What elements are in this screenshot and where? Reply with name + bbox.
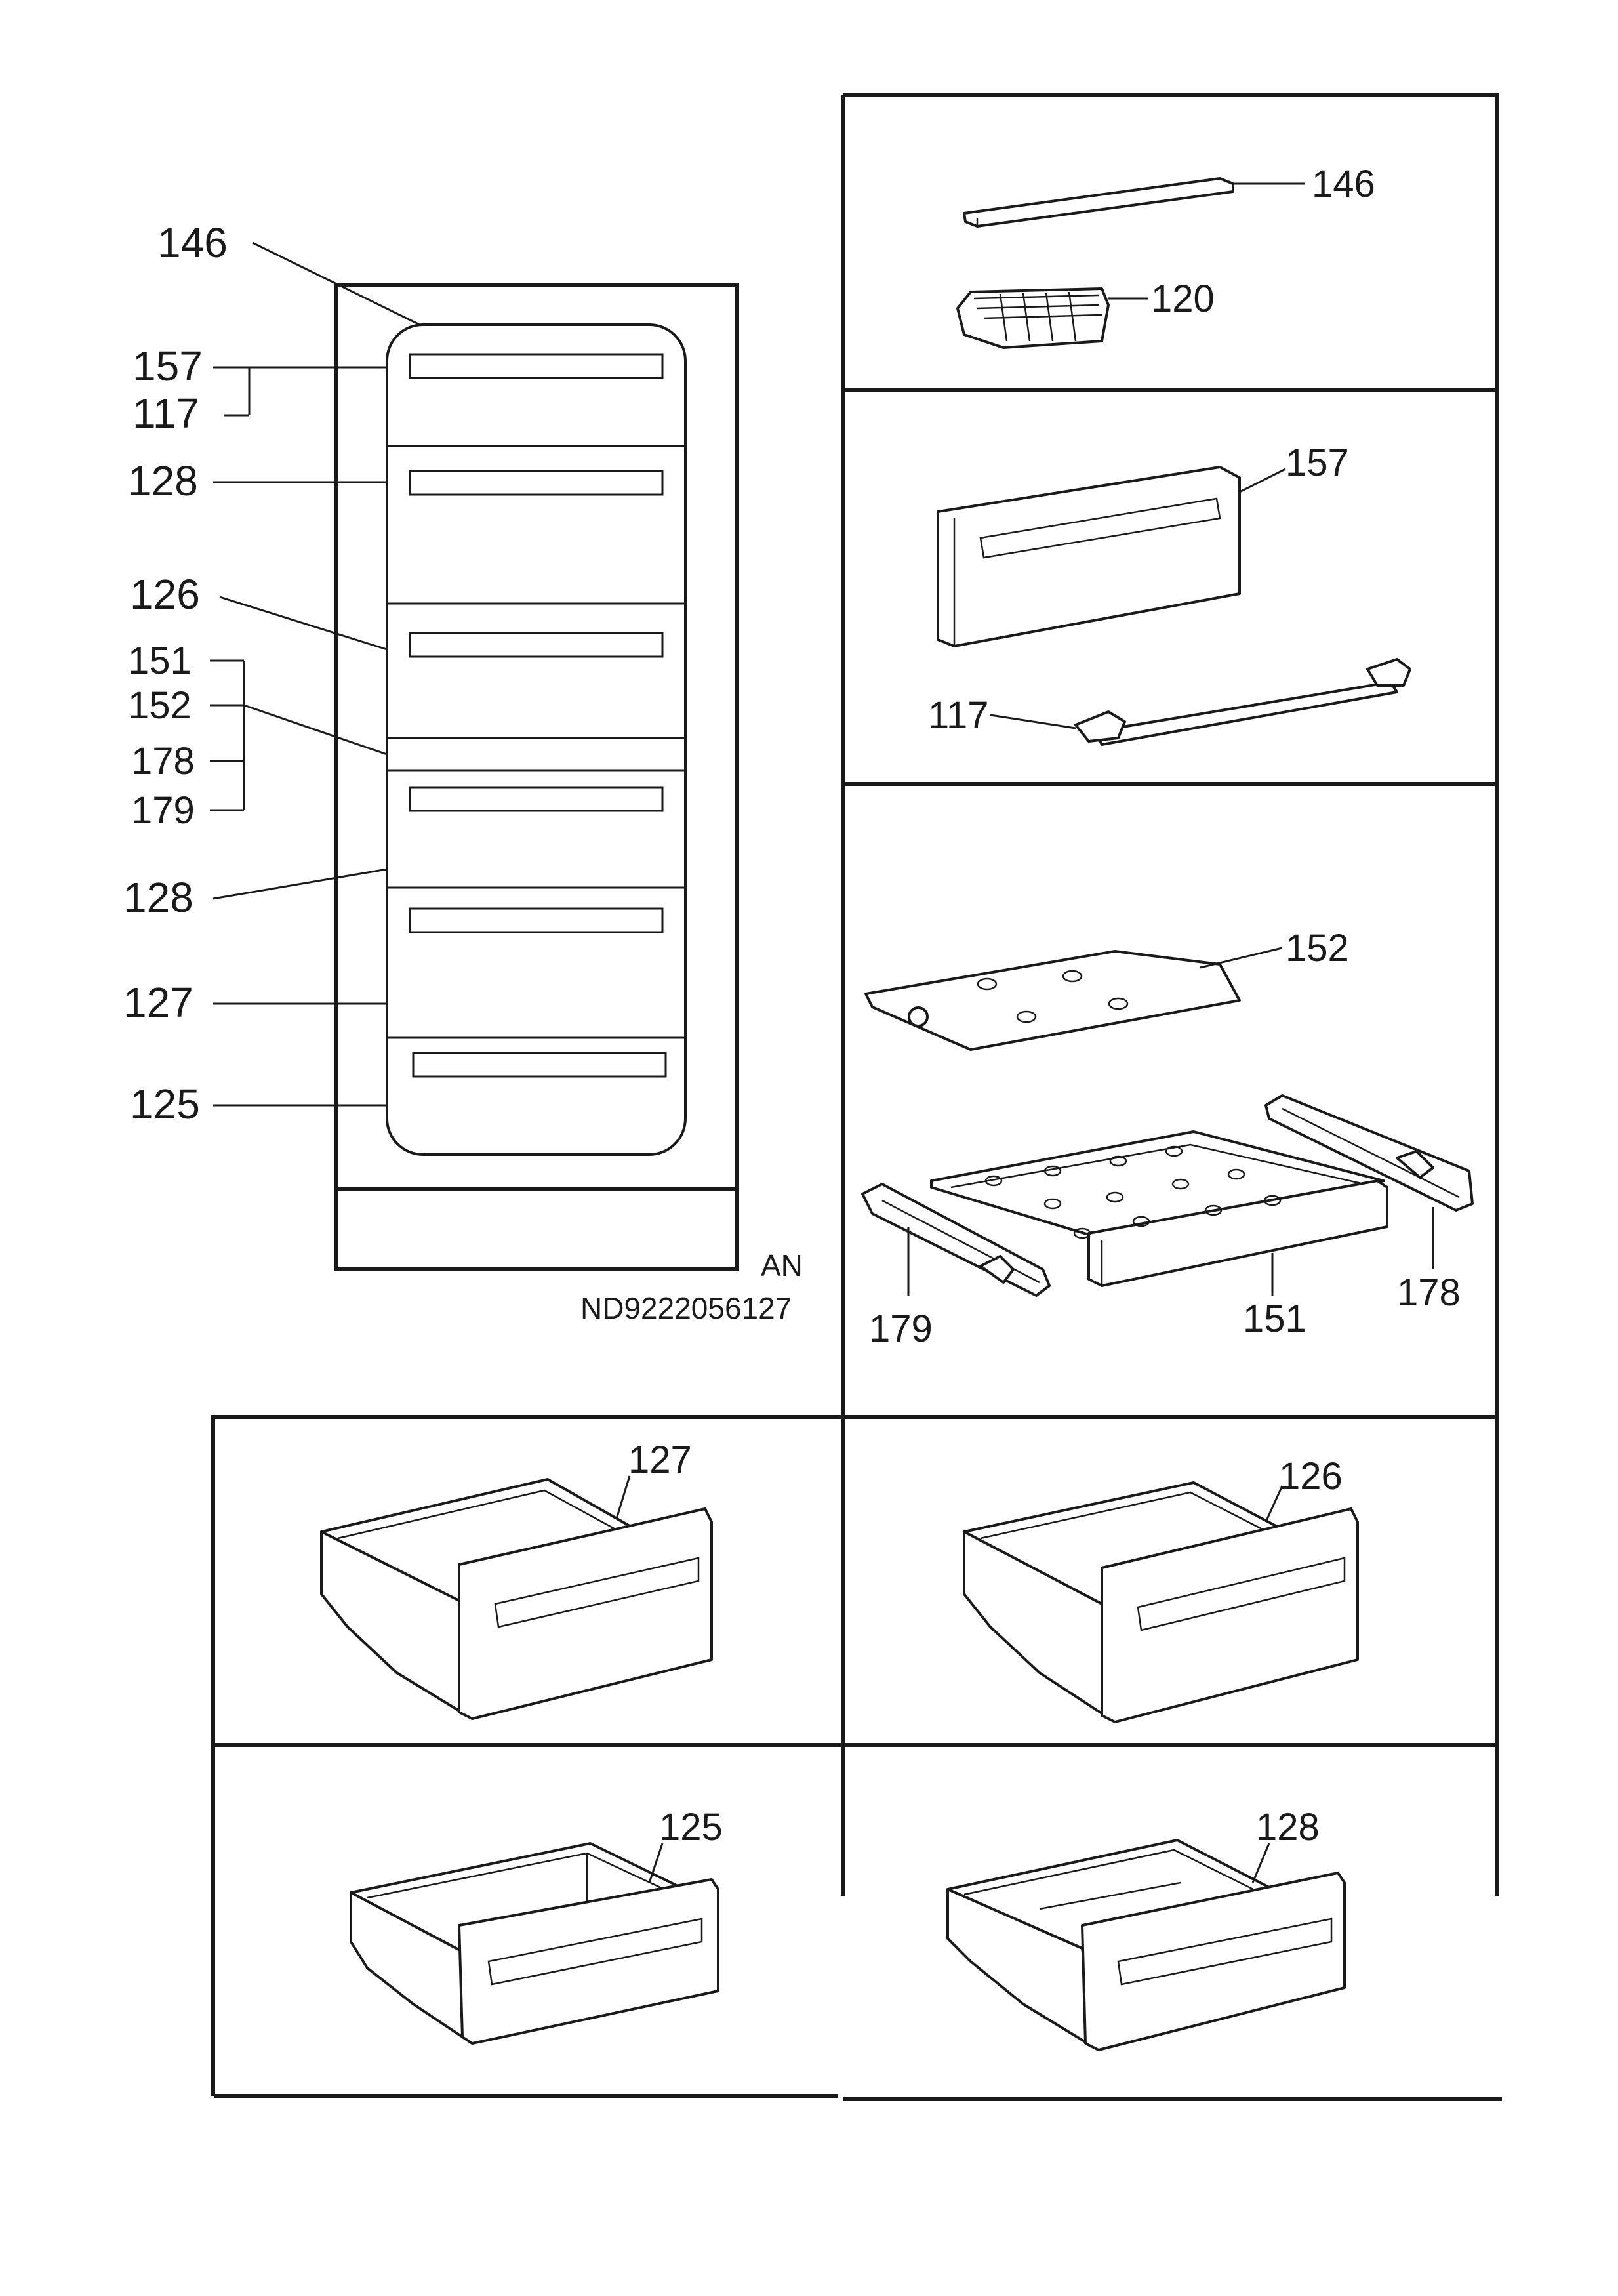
part-128-drawer (946, 1839, 1346, 2051)
callout-127: 127 (123, 979, 193, 1026)
label-117: 117 (928, 694, 988, 737)
label-146: 146 (1312, 163, 1375, 205)
callout-146: 146 (157, 219, 228, 266)
label-179: 179 (869, 1307, 933, 1350)
label-120: 120 (1151, 277, 1215, 320)
part-117-hinge-bar (990, 658, 1411, 746)
label-178: 178 (1397, 1271, 1461, 1314)
callout-157: 157 (132, 342, 203, 390)
callout-151: 151 (128, 640, 192, 682)
part-151-basket (930, 1130, 1388, 1296)
overview-leader-lines (210, 241, 420, 1107)
freezer-cabinet-overview (334, 283, 739, 1271)
callout-128-lower: 128 (123, 874, 193, 921)
part-152-tray (864, 947, 1283, 1051)
callout-125: 125 (130, 1080, 200, 1128)
label-128: 128 (1256, 1806, 1320, 1849)
callout-152: 152 (128, 684, 192, 727)
variant-label: AN (761, 1248, 803, 1282)
part-126-drawer (963, 1481, 1359, 1723)
callout-128-upper: 128 (128, 457, 198, 504)
label-157: 157 (1285, 441, 1349, 484)
label-125: 125 (659, 1806, 723, 1849)
part-120-ice-tray (956, 287, 1148, 349)
panel-grid (211, 93, 1502, 2101)
part-146-bar (963, 177, 1305, 228)
callout-126: 126 (130, 571, 200, 618)
part-125-drawer (350, 1842, 719, 2045)
label-152: 152 (1285, 927, 1349, 970)
callout-117: 117 (132, 390, 199, 437)
part-127-drawer (320, 1475, 713, 1720)
label-126: 126 (1279, 1455, 1343, 1498)
callout-179: 179 (131, 789, 195, 832)
label-127: 127 (628, 1439, 692, 1481)
part-179-rail (861, 1183, 1051, 1297)
part-157-flap (937, 466, 1286, 647)
part-178-rail (1264, 1094, 1474, 1269)
document-code: ND9222056127 (580, 1291, 792, 1325)
label-151: 151 (1243, 1298, 1306, 1340)
callout-178: 178 (131, 740, 195, 783)
